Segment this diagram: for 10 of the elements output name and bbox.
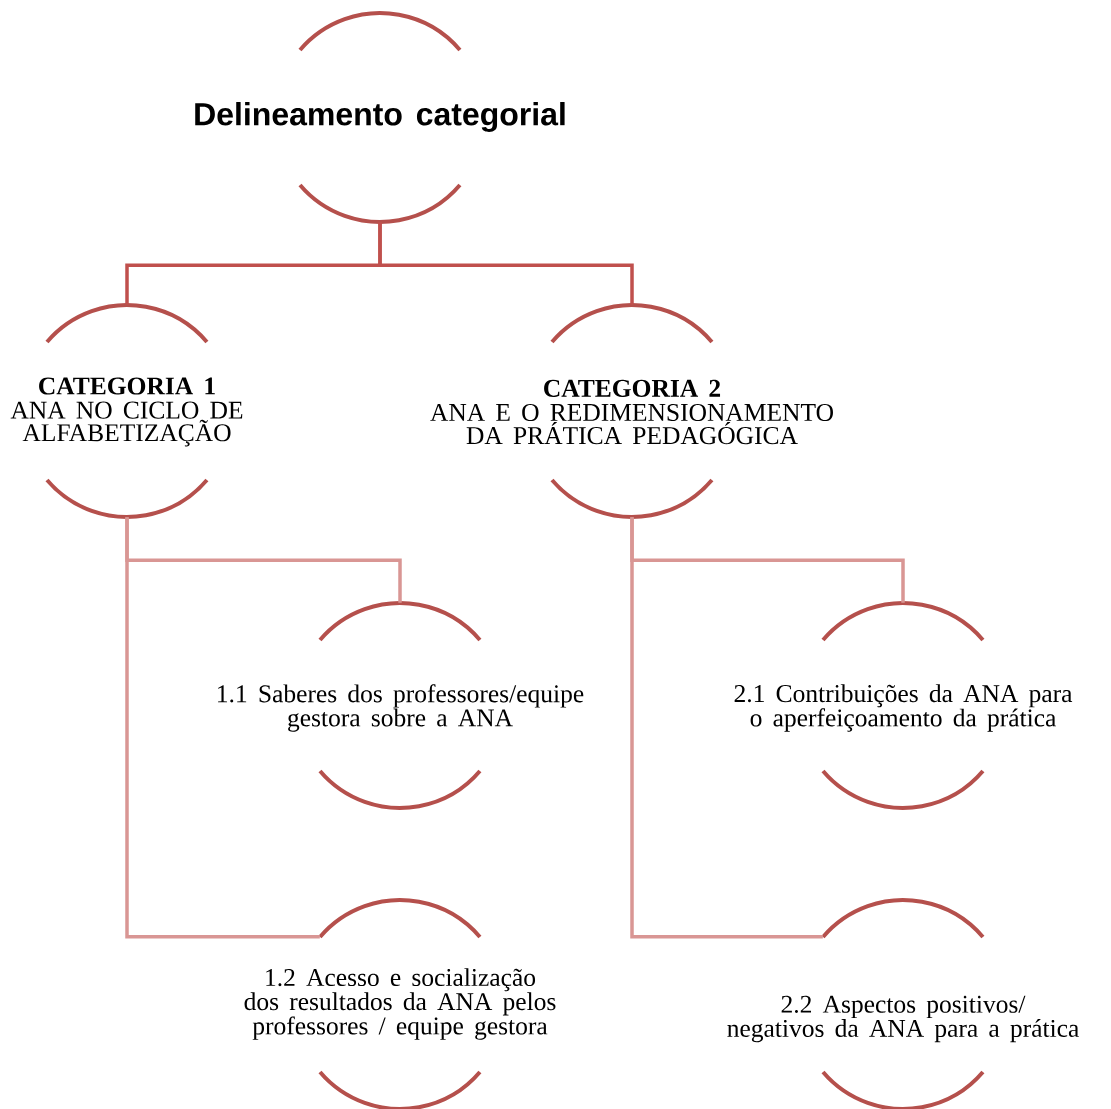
arc-node: CATEGORIA 1 ANA NO CICLO DE ALFABETIZAÇÃO: [10, 303, 243, 519]
arc-node: Delineamento categorial: [195, 11, 565, 224]
arc-node: 2.1 Contribuições da ANA para o aperfeiçoamento da prática: [734, 601, 1073, 810]
arc-node: 1.1 Saberes dos professores/equipe gestora sobre a ANA: [218, 601, 584, 810]
arc-node: 2.2 Aspectos positivos/ negativos da ANA para a prática: [727, 898, 1079, 1109]
connector-line: [630, 517, 823, 939]
connector-line: [125, 517, 320, 939]
connector-line: [378, 222, 634, 305]
arc-node: 1.2 Acesso e socialização dos resultados da ANA pelos professores / equipe gestora: [244, 898, 556, 1109]
arc-node: CATEGORIA 2 ANA E O REDIMENSIONAMENTO DA PRÁTICA PEDAGÓGICA: [430, 303, 833, 519]
